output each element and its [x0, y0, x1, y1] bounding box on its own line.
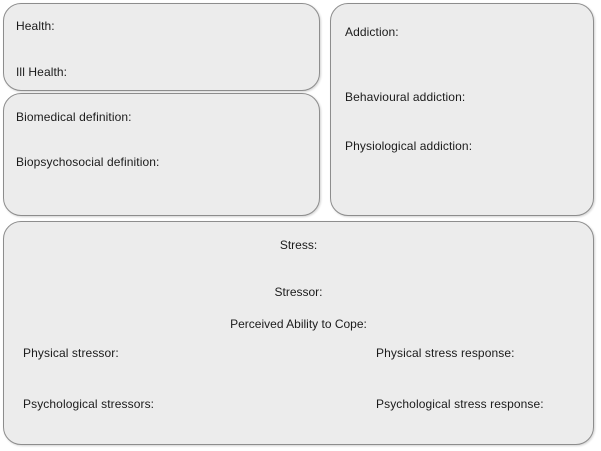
field-ill-health-label: Ill Health:: [16, 65, 68, 79]
field-behavioural-addiction-label: Behavioural addiction:: [345, 90, 466, 104]
field-physical-stress-response-label: Physical stress response:: [376, 346, 515, 360]
field-biomedical-definition-label: Biomedical definition:: [16, 110, 132, 124]
stress-panel: Stress: Stressor: Perceived Ability to C…: [3, 221, 594, 445]
field-addiction-label: Addiction:: [345, 25, 399, 39]
field-physical-stressor-label: Physical stressor:: [23, 346, 119, 360]
field-psychological-stress-response-label: Psychological stress response:: [376, 397, 544, 411]
definitions-panel: Biomedical definition: Biopsychosocial d…: [3, 93, 320, 216]
field-perceived-ability-to-cope-label: Perceived Ability to Cope:: [230, 317, 367, 331]
field-biopsychosocial-definition-label: Biopsychosocial definition:: [16, 155, 160, 169]
field-stressor-label: Stressor:: [274, 285, 323, 299]
field-psychological-stressors-label: Psychological stressors:: [23, 397, 155, 411]
field-health-label: Health:: [16, 19, 55, 33]
addiction-panel: Addiction: Behavioural addiction: Physio…: [330, 3, 594, 216]
field-stress-label: Stress:: [279, 238, 318, 252]
health-panel: Health: Ill Health:: [3, 3, 320, 91]
field-physiological-addiction-label: Physiological addiction:: [345, 139, 473, 153]
